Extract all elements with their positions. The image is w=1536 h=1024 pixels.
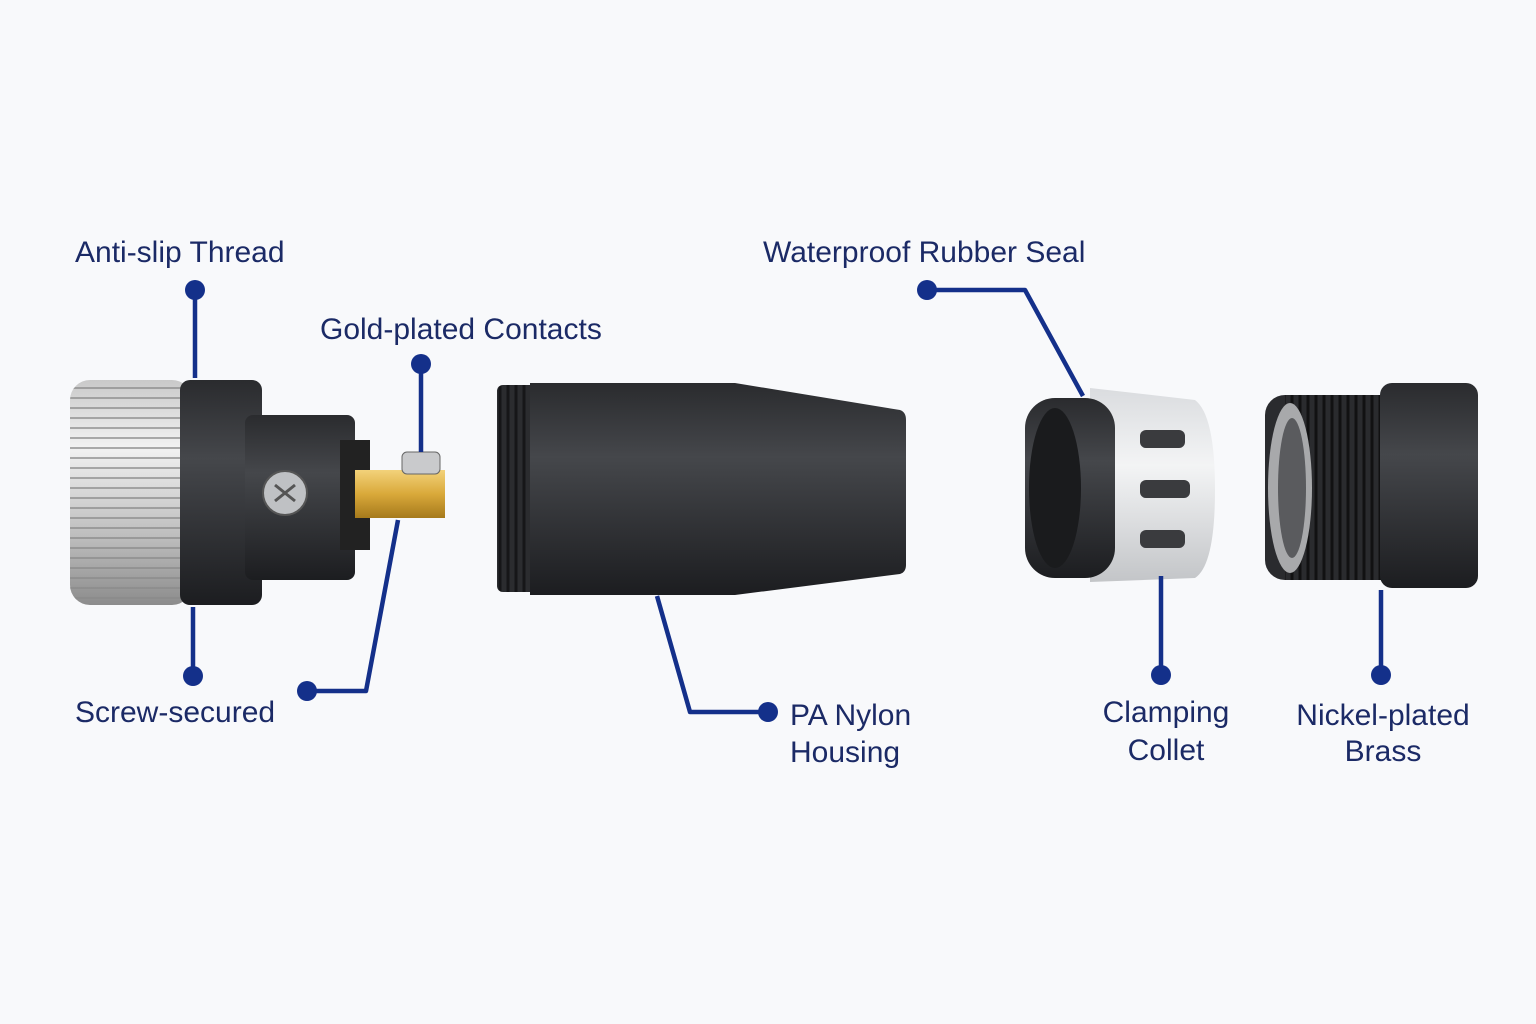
label-waterproof-rubber-seal: Waterproof Rubber Seal	[763, 236, 1085, 269]
label-nickel-plated-brass-2: Brass	[1345, 735, 1422, 768]
collet-part	[1025, 388, 1215, 582]
label-pa-nylon-housing-2: Housing	[790, 736, 900, 769]
nylon-housing-part	[497, 383, 906, 595]
hex-nut	[1380, 383, 1478, 588]
leader-seal	[927, 287, 1085, 398]
gold-contact	[355, 470, 445, 518]
label-screw-secured: Screw-secured	[75, 696, 275, 729]
plug-insert-part	[70, 380, 445, 605]
label-pa-nylon-housing-1: PA Nylon	[790, 699, 911, 732]
brass-nut-part	[1265, 383, 1478, 588]
leader-lines	[183, 280, 1391, 722]
label-clamping-collet-2: Collet	[1128, 734, 1205, 767]
contact-screw	[401, 451, 441, 475]
label-nickel-plated-brass-1: Nickel-plated	[1296, 699, 1469, 732]
label-clamping-collet-1: Clamping	[1103, 696, 1230, 729]
leader-screw-secured-2	[307, 519, 401, 694]
leader-housing	[654, 595, 768, 715]
black-ring	[180, 380, 262, 605]
label-gold-plated-contacts: Gold-plated Contacts	[320, 313, 602, 346]
label-anti-slip-thread: Anti-slip Thread	[75, 236, 285, 269]
housing-body	[530, 383, 906, 595]
